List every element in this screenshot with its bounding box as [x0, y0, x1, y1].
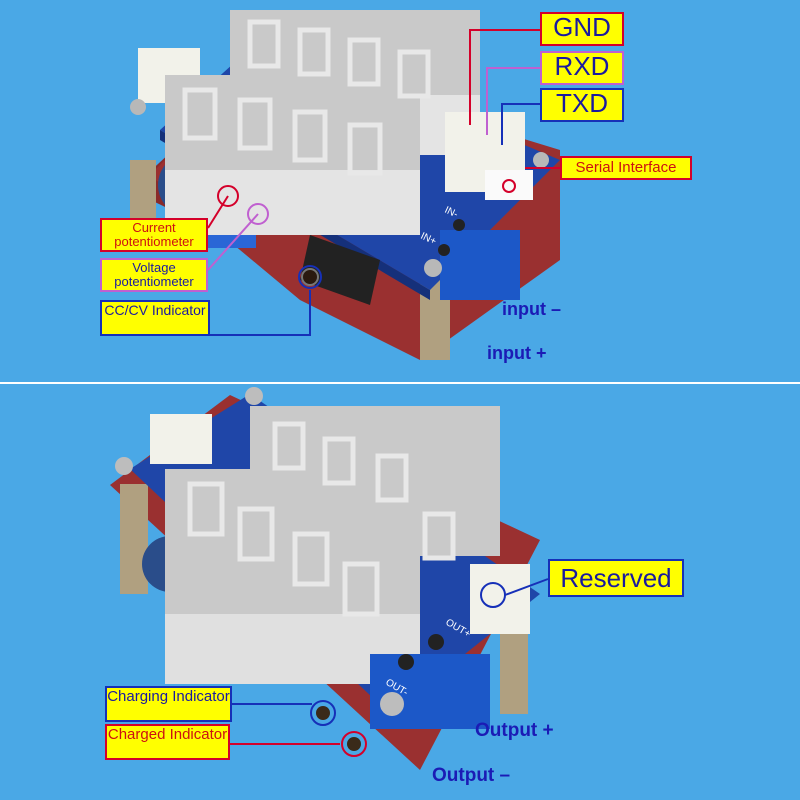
txd-label: TXD [540, 88, 624, 122]
input-minus-text: input – [502, 299, 561, 319]
voltage-pot-label: Voltage potentiometer [100, 258, 208, 292]
standoff-post [500, 634, 528, 714]
gnd-leader [469, 29, 540, 125]
voltage-pot-leader [207, 213, 259, 271]
screw-head [424, 259, 442, 277]
reserved-leader [504, 578, 549, 596]
screw-head [380, 692, 404, 716]
cccv-led [301, 268, 319, 286]
charging-led [316, 706, 330, 720]
top-board-illustration: IN- IN+ [130, 10, 560, 360]
charged-led [347, 737, 361, 751]
pcb-in-minus-label: IN- [443, 205, 460, 221]
charging-indicator-label: Charging Indicator [105, 686, 232, 722]
output-terminal-block [370, 654, 490, 729]
current-pot-label: Current potentiometer [100, 218, 208, 252]
rxd-leader [486, 67, 540, 135]
screw-head [130, 99, 146, 115]
seven-segment-digits [182, 19, 431, 176]
aux-connector [150, 414, 212, 464]
standoff-post [130, 160, 156, 220]
serial-header [485, 170, 533, 200]
input-terminal-block [440, 230, 520, 300]
cccv-label: CC/CV Indicator [100, 300, 210, 336]
serial-interface-label: Serial Interface [560, 156, 692, 180]
top-photo-panel: IN- IN+ GND RXD TXD Serial Interface Cur… [0, 0, 800, 382]
input-plus-text: input + [487, 343, 547, 363]
current-pot-leader [207, 195, 229, 229]
output-plus-text: Output + [475, 720, 554, 741]
bottom-board-illustration: OUT+ OUT- [110, 387, 549, 770]
gnd-label: GND [540, 12, 624, 46]
charged-indicator-label: Charged Indicator [105, 724, 230, 760]
reserved-label: Reserved [548, 559, 684, 597]
bottom-photo-panel: OUT+ OUT- Reserved Charging Indicator Ch… [0, 384, 800, 800]
reserved-connector [470, 564, 530, 634]
screw-head [533, 152, 549, 168]
standoff-post [120, 484, 148, 594]
rxd-label: RXD [540, 51, 624, 85]
cccv-leader [210, 290, 311, 336]
screw-head [245, 387, 263, 405]
seven-segment-digits [187, 421, 456, 617]
output-minus-text: Output – [432, 765, 511, 786]
screw-head [115, 457, 133, 475]
txd-leader [501, 103, 540, 145]
